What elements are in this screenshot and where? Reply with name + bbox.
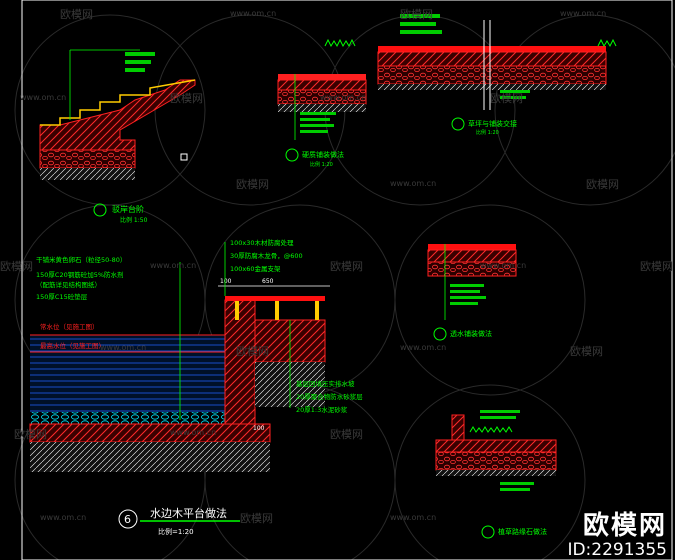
detail2-title: 硬质铺装做法 bbox=[302, 150, 344, 159]
main-right-label-1: 基层回填压实排水坡 bbox=[296, 379, 355, 388]
svg-text:www.om.cn: www.om.cn bbox=[230, 9, 276, 18]
svg-text:www.om.cn: www.om.cn bbox=[560, 9, 606, 18]
detail3-scale: 比例 1:20 bbox=[476, 129, 499, 136]
detail1-scale: 比例 1:50 bbox=[120, 216, 148, 224]
cursor-marker bbox=[180, 153, 188, 161]
main-top-label-2: 30厚防腐木龙骨，@600 bbox=[230, 251, 303, 260]
detail4-title: 透水铺装做法 bbox=[450, 329, 492, 338]
svg-text:www.om.cn: www.om.cn bbox=[390, 513, 436, 522]
svg-text:www.om.cn: www.om.cn bbox=[170, 428, 216, 437]
main-right-label-3: 20厚1:3水泥砂浆 bbox=[296, 405, 348, 414]
svg-text:欧模网: 欧模网 bbox=[570, 345, 603, 358]
svg-text:www.om.cn: www.om.cn bbox=[400, 343, 446, 352]
svg-text:www.om.cn: www.om.cn bbox=[390, 179, 436, 188]
main-right-label-2: 20厚聚合物防水砂浆层 bbox=[296, 392, 363, 401]
image-id: ID:2291355 bbox=[567, 540, 667, 560]
main-left-label-1: 干铺米黄色卵石（粒径50-80） bbox=[36, 255, 126, 264]
svg-text:www.om.cn: www.om.cn bbox=[40, 513, 86, 522]
detail3-title: 草坪与铺装交接 bbox=[468, 119, 517, 128]
svg-text:www.om.cn: www.om.cn bbox=[100, 343, 146, 352]
detail1-title: 驳岸台阶 bbox=[112, 204, 144, 214]
svg-text:欧模网: 欧模网 bbox=[640, 260, 673, 273]
svg-text:www.om.cn: www.om.cn bbox=[20, 93, 66, 102]
detail5-title: 植草路缘石做法 bbox=[498, 527, 547, 536]
water-level-max: 最高水位（见施工图） bbox=[40, 341, 105, 350]
water-level-normal: 常水位（见施工图） bbox=[40, 322, 99, 331]
dim-a: 100 bbox=[220, 278, 232, 285]
main-left-label-2: 150厚C20钢筋砼加5%防水剂 bbox=[36, 270, 124, 279]
svg-text:欧模网: 欧模网 bbox=[400, 8, 433, 21]
svg-text:欧模网: 欧模网 bbox=[170, 92, 203, 105]
main-top-label-3: 100x60金属支架 bbox=[230, 264, 281, 273]
main-top-label-1: 100x30木材防腐处理 bbox=[230, 238, 294, 247]
svg-text:欧模网: 欧模网 bbox=[330, 260, 363, 273]
drawing-frame bbox=[21, 0, 673, 560]
svg-text:欧模网: 欧模网 bbox=[330, 428, 363, 441]
dim-c: 100 bbox=[253, 425, 265, 432]
svg-text:欧模网: 欧模网 bbox=[586, 178, 619, 191]
svg-text:欧模网: 欧模网 bbox=[60, 8, 93, 21]
detail-permeable-paving: 透水铺装做法 bbox=[427, 244, 517, 341]
svg-text:www.om.cn: www.om.cn bbox=[480, 261, 526, 270]
svg-text:欧模网: 欧模网 bbox=[236, 178, 269, 191]
detail-steps: 驳岸台阶 比例 1:50 bbox=[39, 49, 196, 224]
detail-water-deck: 100 650 100 干铺米黄色卵石（粒径50-80） 150厚C20钢筋砼加… bbox=[29, 238, 363, 536]
detail-paving-small: 硬质铺装做法 比例 1:20 bbox=[277, 74, 367, 168]
svg-text:欧模网: 欧模网 bbox=[14, 428, 47, 441]
main-detail-title: 水边木平台做法 bbox=[150, 506, 227, 520]
svg-text:欧模网: 欧模网 bbox=[236, 345, 269, 358]
dim-b: 650 bbox=[262, 278, 274, 285]
main-left-label-4: 150厚C15砼垫层 bbox=[36, 292, 88, 301]
svg-text:www.om.cn: www.om.cn bbox=[150, 261, 196, 270]
main-detail-scale: 比例=1:20 bbox=[158, 527, 194, 536]
svg-text:欧模网: 欧模网 bbox=[240, 512, 273, 525]
brand-logo-text: 欧模网 bbox=[582, 511, 667, 541]
svg-text:欧模网: 欧模网 bbox=[0, 260, 33, 273]
detail2-scale: 比例 1:20 bbox=[310, 161, 333, 168]
svg-text:www.om.cn: www.om.cn bbox=[320, 93, 366, 102]
watermark-layer: 欧模网 www.om.cn 欧模网 www.om.cn www.om.cn 欧模… bbox=[0, 8, 673, 525]
main-left-label-3: （配筋详见结构图纸） bbox=[36, 280, 101, 289]
detail-curb: 植草路缘石做法 bbox=[435, 410, 557, 539]
main-detail-number: 6 bbox=[124, 513, 131, 526]
svg-text:欧模网: 欧模网 bbox=[490, 92, 523, 105]
detail-lawn-edge: 草坪与铺装交接 比例 1:20 bbox=[324, 14, 617, 136]
